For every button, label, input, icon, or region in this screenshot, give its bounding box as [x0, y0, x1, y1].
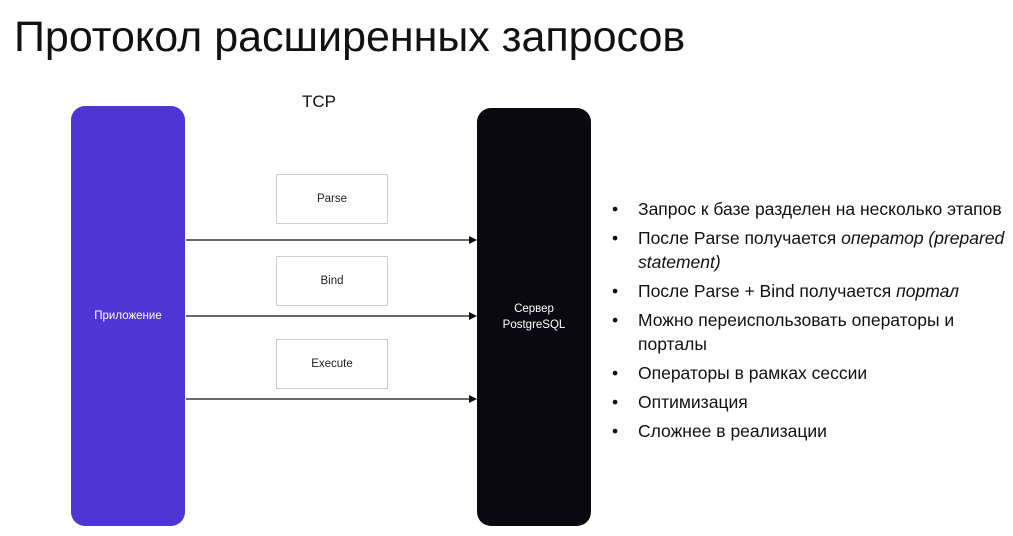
bullet-text: Сложнее в реализации — [638, 421, 827, 441]
message-label-execute: Execute — [311, 358, 353, 370]
bullet-dot: • — [612, 199, 619, 219]
bullet-item: • Сложнее в реализации — [612, 419, 1007, 443]
protocol-label: TCP — [302, 92, 336, 111]
client-label: Приложение — [94, 310, 162, 322]
message-box-execute: Execute — [276, 339, 388, 389]
bullet-dot: • — [612, 363, 619, 383]
bullet-item: • Операторы в рамках сессии — [612, 361, 1007, 385]
bullet-item: • Оптимизация — [612, 390, 1007, 414]
bullet-list: • Запрос к базе разделен на несколько эт… — [612, 197, 1007, 448]
server-label-line1: Сервер — [514, 303, 554, 315]
bullet-dot: • — [612, 310, 619, 330]
bullet-emphasis: оператор (prepared statement) — [638, 228, 1005, 272]
message-label-bind: Bind — [320, 275, 344, 287]
message-label-parse: Parse — [316, 193, 348, 205]
bullet-text: После Parse + Bind получается — [638, 281, 897, 301]
server-label: Сервер PostgreSQL — [503, 301, 566, 333]
bullet-text: Запрос к базе разделен на несколько этап… — [638, 199, 1002, 219]
bullet-item: • После Parse получается оператор (prepa… — [612, 226, 1007, 274]
bullet-dot: • — [612, 392, 619, 412]
bullet-text: Оптимизация — [638, 392, 748, 412]
slide-title: Протокол расширенных запросов — [14, 13, 686, 61]
bullet-text: Можно переиспользовать операторы и порта… — [638, 310, 955, 354]
bullet-emphasis: портал — [896, 281, 959, 301]
bullet-item: • После Parse + Bind получается портал — [612, 279, 1007, 303]
message-box-bind: Bind — [276, 256, 388, 306]
bullet-text: Операторы в рамках сессии — [638, 363, 868, 383]
bullet-dot: • — [612, 281, 619, 301]
server-label-line2: PostgreSQL — [502, 319, 566, 331]
client-node: Приложение — [71, 106, 185, 526]
bullet-item: • Можно переиспользовать операторы и пор… — [612, 308, 1007, 356]
bullet-item: • Запрос к базе разделен на несколько эт… — [612, 197, 1007, 221]
server-node: Сервер PostgreSQL — [477, 108, 591, 526]
message-box-parse: Parse — [276, 174, 388, 224]
bullet-dot: • — [612, 228, 619, 248]
bullet-text: После Parse получается — [638, 228, 842, 248]
bullet-dot: • — [612, 421, 619, 441]
